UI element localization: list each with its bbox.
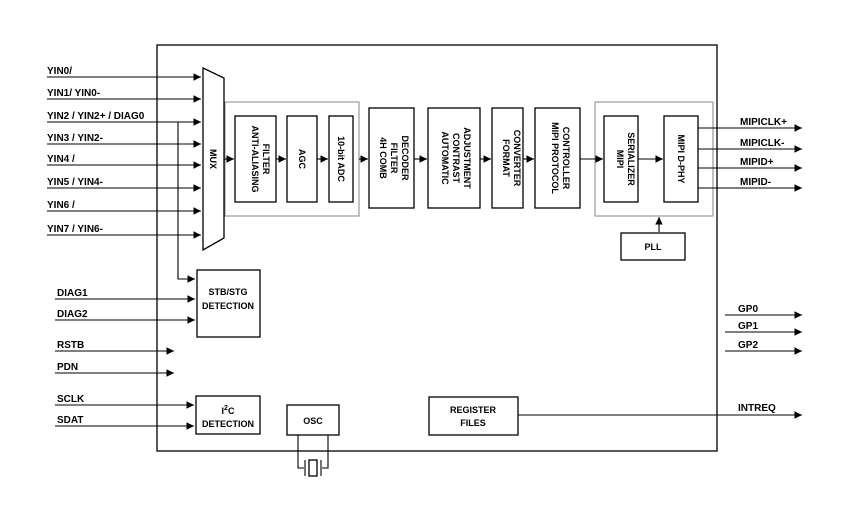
gp2-label: GP2 [738,340,758,351]
diag2-label: DIAG2 [57,309,88,320]
yin4-label: YIN4 / [47,154,75,165]
diag0-tap-wire [177,122,195,283]
contrast-label-1: AUTOMATIC [440,131,450,185]
osc-label: OSC [303,416,323,426]
pll-block [620,232,686,261]
mipi-serializer-label-1: MIPI [615,150,625,169]
sdat-label: SDAT [57,415,83,426]
comb-filter-decoder-block [368,107,415,209]
comb-filter-label-2: FILTER [389,143,399,174]
register-label-2: FILES [460,418,486,428]
contrast-label-2: CONTRAST [451,133,461,183]
mipi-serializer-label-2: SERIALIZER [626,132,636,186]
mipiclk-p-label: MIPICLK+ [740,117,787,128]
mipi-dphy-label: MIPI D-PHY [676,134,686,183]
pll-label: PLL [645,242,663,252]
i2c-detection-block [195,395,261,435]
mipid-p-label: MIPID+ [740,157,774,168]
format-label-2: CONVERTER [512,130,522,187]
mux-label: MUX [208,149,218,169]
contrast-adjustment-block [427,107,481,209]
mipid-n-label: MIPID- [740,177,771,188]
adc-block [328,115,354,203]
contrast-label-3: ADJUSTMENT [462,127,472,189]
osc-block [286,404,340,436]
format-label-1: FORMAT [501,139,511,177]
anti-aliasing-filter-block [234,115,277,203]
mipi-serializer-block [603,115,639,203]
yin1-label: YIN1/ YIN0- [47,88,100,99]
intreq-label: INTREQ [738,403,776,414]
anti-aliasing-label-2: FILTER [261,144,271,175]
gp0-label: GP0 [738,304,758,315]
mipi-dphy-block [663,115,699,203]
mipiclk-n-label: MIPICLK- [740,138,784,149]
rstb-label: RSTB [57,340,84,351]
adc-label: 10-bit ADC [336,136,346,182]
stb-stg-label-1: STB/STG [208,287,247,297]
agc-label: AGC [297,149,307,170]
mipi-protocol-label-2: CONTROLLER [561,127,571,190]
yin0-label: YIN0/ [47,66,72,77]
stb-stg-detection-block [196,269,261,338]
mipi-protocol-controller-block [534,107,581,209]
i2c-label: I2C [222,405,235,416]
register-label-1: REGISTER [450,405,497,415]
pdn-label: PDN [57,362,78,373]
yin2-label: YIN2 / YIN2+ / DIAG0 [47,111,145,122]
mipi-protocol-label-1: MIPI PROTOCOL [550,122,560,194]
anti-aliasing-label-1: ANTI-ALIASING [250,126,260,193]
diag1-label: DIAG1 [57,288,88,299]
yin6-label: YIN6 / [47,200,75,211]
comb-filter-label-3: DECODER [400,135,410,181]
yin7-label: YIN7 / YIN6- [47,224,103,235]
gp1-label: GP1 [738,321,758,332]
format-converter-block [491,107,524,209]
stb-stg-label-2: DETECTION [202,301,254,311]
i2c-detection-label: DETECTION [202,419,254,429]
crystal-icon [297,435,329,477]
yin3-label: YIN3 / YIN2- [47,133,103,144]
yin5-label: YIN5 / YIN4- [47,177,103,188]
comb-filter-label-1: 4H COMB [378,137,388,179]
sclk-label: SCLK [57,394,85,405]
register-files-block [428,396,519,436]
mux-block [202,66,225,252]
